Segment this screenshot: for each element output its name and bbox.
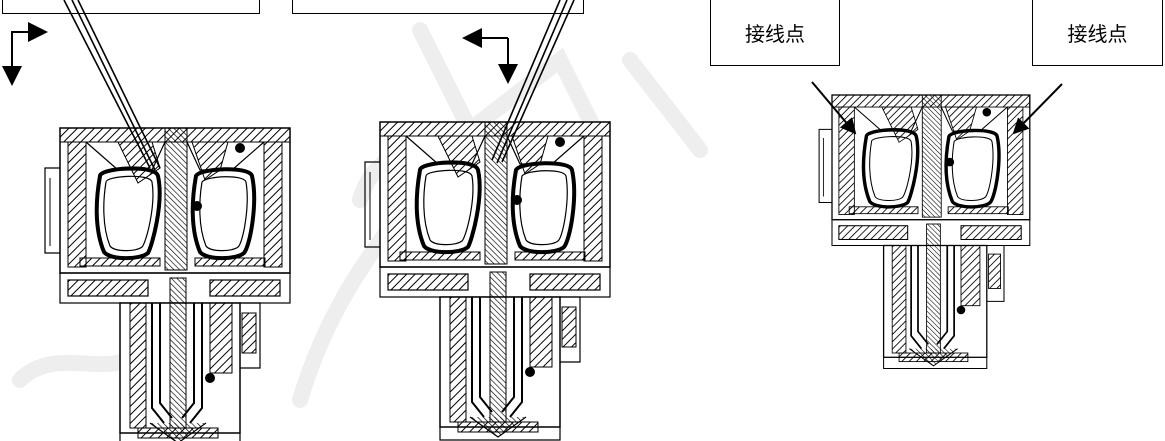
tweezers-icon	[491, 0, 575, 164]
connector-middle	[363, 120, 612, 441]
arrow-right-down-icon	[2, 22, 48, 86]
tweezers-icon	[63, 0, 161, 171]
top-callout-box-middle	[292, 0, 584, 14]
arrow-left-down-icon	[462, 28, 518, 84]
connector-left	[43, 126, 292, 441]
callout-leaders	[811, 81, 1063, 135]
callout-label-right: 接线点	[1032, 0, 1163, 66]
connector-right	[817, 93, 1032, 371]
callout-label-left: 接线点	[710, 0, 840, 66]
